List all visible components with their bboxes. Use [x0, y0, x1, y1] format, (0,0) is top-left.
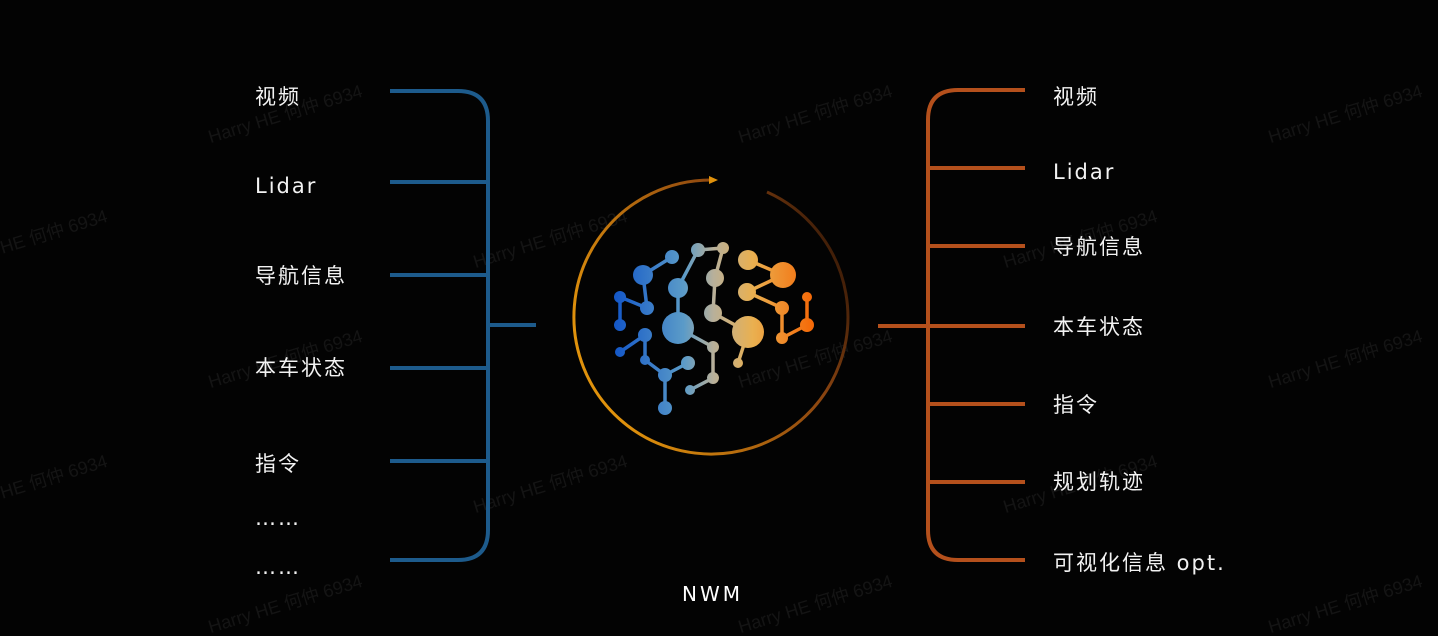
brain-node [614, 291, 626, 303]
input-label: 视频 [255, 85, 301, 109]
input-label: …… [255, 506, 301, 530]
brain-node [776, 332, 788, 344]
brain-node [733, 358, 743, 368]
brain-node [668, 278, 688, 298]
brain-node [614, 319, 626, 331]
brain-node [775, 301, 789, 315]
brain-node [732, 316, 764, 348]
output-label: 规划轨迹 [1053, 470, 1145, 494]
input-label: Lidar [255, 174, 318, 198]
brain-node [706, 269, 724, 287]
brain-node [800, 318, 814, 332]
brain-node [615, 347, 625, 357]
input-bracket [390, 89, 536, 562]
brain-node [665, 250, 679, 264]
brain-node [770, 262, 796, 288]
brain-node [802, 292, 812, 302]
brain-node [662, 312, 694, 344]
brain-node [704, 304, 722, 322]
output-label: 可视化信息 opt. [1053, 551, 1226, 575]
brain-node [685, 385, 695, 395]
brain-node [707, 341, 719, 353]
brain-node [640, 355, 650, 365]
output-label: 本车状态 [1053, 315, 1145, 339]
brain-node [717, 242, 729, 254]
output-label: 视频 [1053, 85, 1099, 109]
brain-node [633, 265, 653, 285]
neural-brain-icon [614, 242, 814, 415]
input-label: 导航信息 [255, 264, 347, 288]
input-label: 本车状态 [255, 356, 347, 380]
brain-node [738, 250, 758, 270]
input-label: 指令 [255, 452, 301, 476]
cycle-ring [572, 176, 850, 456]
brain-node [658, 368, 672, 382]
brain-node [658, 401, 672, 415]
arrow-head-icon [709, 176, 718, 184]
brain-node [691, 243, 705, 257]
brain-node [638, 328, 652, 342]
output-label: 导航信息 [1053, 235, 1145, 259]
brain-node [707, 372, 719, 384]
output-label: 指令 [1053, 393, 1099, 417]
brain-node [640, 301, 654, 315]
brain-node [738, 283, 756, 301]
output-label: Lidar [1053, 160, 1116, 184]
input-label: …… [255, 555, 301, 579]
model-label: NWM [682, 582, 743, 606]
output-bracket [878, 88, 1025, 562]
brain-node [681, 356, 695, 370]
